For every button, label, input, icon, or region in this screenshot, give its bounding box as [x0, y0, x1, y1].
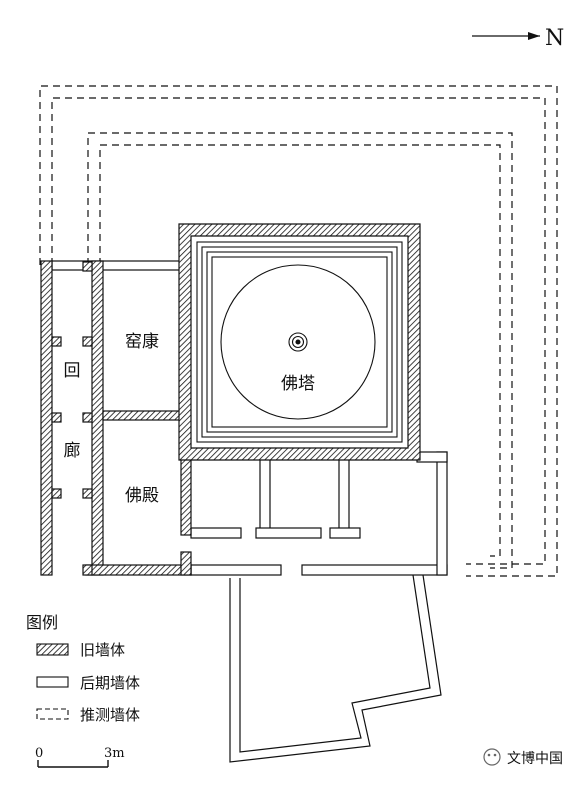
hall-label: 佛殿 — [125, 486, 159, 506]
later-wall-stub-1 — [259, 457, 271, 533]
inferred-wall-middle — [87, 132, 513, 569]
north-arrow-head — [528, 32, 540, 40]
later-wall-stub-2 — [338, 457, 350, 533]
scale-end-label: 3m — [104, 746, 125, 761]
watermark: 文博中国 — [483, 748, 563, 767]
later-walls-south-enclosure — [229, 574, 442, 763]
later-wall-south-a — [190, 564, 282, 576]
pagoda-step-3 — [206, 251, 393, 433]
old-wall-nub — [51, 488, 62, 499]
legend-title: 图例 — [26, 613, 58, 632]
later-wall-east-top — [416, 451, 448, 463]
later-wall-enclosure-inner — [239, 574, 431, 753]
pagoda-base — [196, 241, 403, 443]
north-arrow: N — [472, 26, 564, 51]
old-walls — [40, 223, 421, 576]
old-wall-south — [85, 564, 192, 576]
yaokang-label: 窑康 — [125, 332, 159, 352]
pagoda-step-1 — [196, 241, 403, 443]
old-wall-corridor-west — [40, 260, 53, 576]
old-wall-nub — [51, 412, 62, 423]
pagoda-label: 佛塔 — [281, 374, 315, 394]
watermark-logo-eye-right — [493, 753, 497, 757]
inferred-wall-outer-inner — [51, 97, 546, 565]
watermark-text: 文博中国 — [507, 750, 563, 767]
inferred-walls — [39, 85, 558, 577]
legend-inferred-wall: 推测墙体 — [80, 706, 140, 724]
north-label: N — [545, 26, 564, 51]
watermark-logo-icon — [483, 748, 501, 766]
legend-old-wall: 旧墙体 — [80, 641, 125, 659]
corridor-label-1: 回 — [64, 361, 81, 381]
pagoda-center-ring-inner — [291, 335, 305, 349]
legend-swatch-inferred-wall — [36, 708, 69, 720]
old-wall-nub — [82, 488, 93, 499]
pagoda-circle — [220, 264, 376, 420]
inferred-wall-outer — [39, 85, 558, 577]
old-wall-hall-east — [180, 451, 192, 536]
inferred-wall-middle-inner — [99, 144, 501, 557]
later-wall-south-b — [301, 564, 448, 576]
later-wall-seg-3 — [329, 527, 361, 539]
old-wall-nub — [82, 261, 93, 272]
old-wall-room-divider — [102, 410, 182, 421]
legend-swatch-old-wall — [36, 643, 69, 656]
old-wall-nub — [82, 412, 93, 423]
legend-later-wall: 后期墙体 — [80, 674, 140, 692]
pagoda-center-ring-outer — [288, 332, 308, 352]
corridor-label-2: 廊 — [64, 441, 81, 461]
pagoda-step-2 — [201, 246, 398, 438]
later-wall-seg-1 — [190, 527, 242, 539]
pagoda-center-dot — [295, 339, 301, 345]
scale-start-label: 0 — [35, 746, 43, 761]
old-wall-pagoda-enclosure — [178, 223, 421, 461]
old-wall-nub — [82, 564, 93, 576]
old-wall-nub — [51, 336, 62, 347]
legend-swatch-later-wall — [36, 676, 69, 688]
scale-bar: 0 3m — [35, 746, 125, 768]
later-wall-east — [436, 451, 448, 576]
pagoda-step-4 — [211, 256, 388, 428]
legend: 图例 旧墙体 后期墙体 推测墙体 — [26, 613, 140, 724]
later-wall-seg-2 — [255, 527, 322, 539]
old-wall-nub — [82, 336, 93, 347]
old-wall-corridor-divider — [91, 260, 104, 576]
watermark-logo-eye-left — [487, 753, 491, 757]
later-wall-north-corridor — [51, 260, 182, 271]
old-wall-hall-east-stub — [180, 551, 192, 576]
later-wall-enclosure-outer — [229, 574, 442, 763]
